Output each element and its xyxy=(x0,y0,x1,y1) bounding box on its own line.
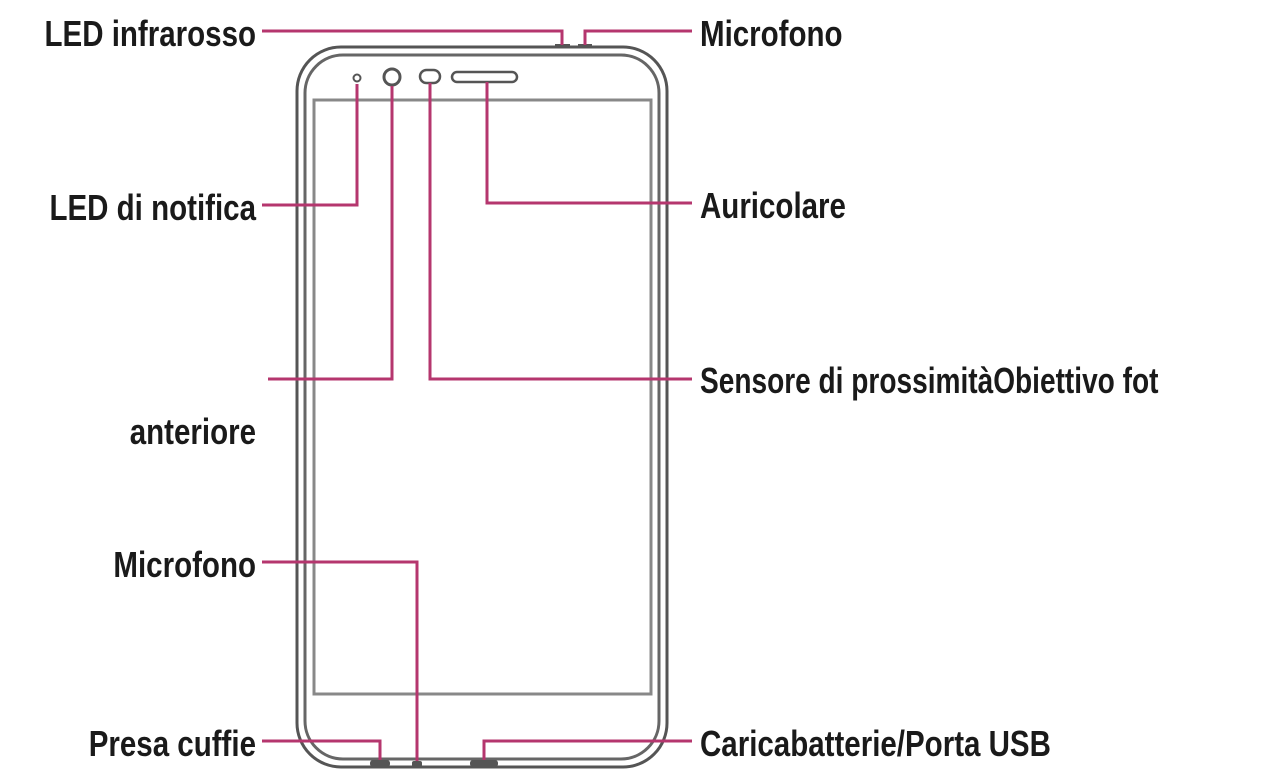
proximity-sensor-icon xyxy=(418,68,442,85)
leader-presa-cuffie xyxy=(262,739,382,760)
leader-sensore xyxy=(428,83,692,381)
notification-led-icon xyxy=(352,73,362,83)
label-sensore-obiettivo: Sensore di prossimitàObiettivo fot xyxy=(700,361,1159,401)
phone-inner-bezel xyxy=(303,53,661,761)
label-microfono-top: Microfono xyxy=(700,13,843,53)
phone-screen xyxy=(312,98,653,696)
callout-labels: LED infrarosso Microfono LED di notifica… xyxy=(44,13,1158,763)
bottom-mic-icon xyxy=(412,761,422,767)
label-led-infrarosso: LED infrarosso xyxy=(44,13,256,53)
leader-auricolare xyxy=(485,82,692,205)
leader-microfono-top xyxy=(583,29,692,45)
earpiece-grille-icon xyxy=(450,70,519,84)
leader-microfono-bottom xyxy=(262,560,419,761)
usb-port-icon xyxy=(470,760,498,767)
headphone-jack-icon xyxy=(370,760,390,767)
label-caricabatterie: Caricabatterie/Porta USB xyxy=(700,723,1051,763)
label-anteriore: anteriore xyxy=(130,411,256,451)
label-microfono-bottom: Microfono xyxy=(113,544,256,584)
leader-obiettivo xyxy=(268,86,394,381)
front-camera-icon xyxy=(382,67,402,87)
leader-led-notifica xyxy=(262,84,359,207)
phone-outer-outline xyxy=(295,45,669,769)
phone-body xyxy=(295,44,669,769)
leader-led-infrarosso xyxy=(262,29,564,45)
label-auricolare: Auricolare xyxy=(700,185,846,225)
label-led-notifica: LED di notifica xyxy=(49,187,256,227)
leader-caricabatterie xyxy=(482,739,692,760)
label-presa-cuffie: Presa cuffie xyxy=(89,723,256,763)
leader-lines xyxy=(262,29,692,761)
